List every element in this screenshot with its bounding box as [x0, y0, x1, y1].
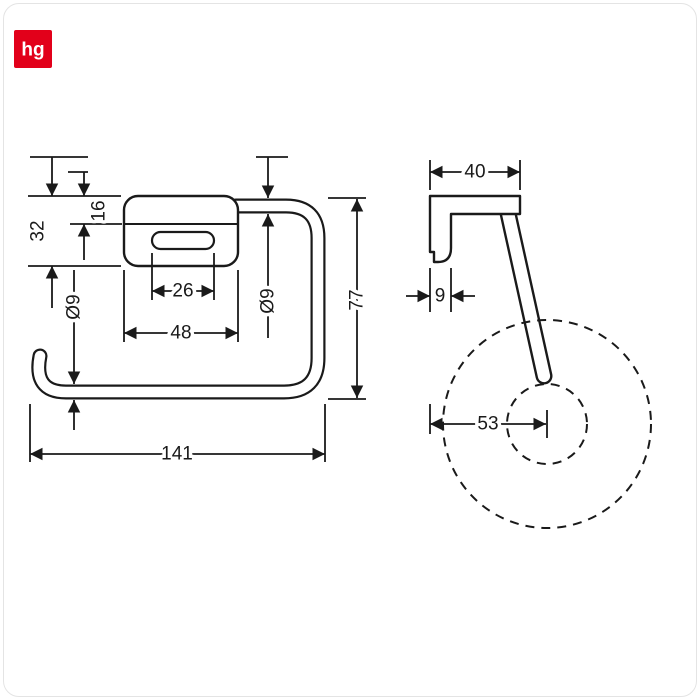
plate-slot	[150, 230, 216, 251]
logo-monogram: hg	[21, 40, 44, 61]
front-view: 32 16 Ø9 Ø9 26 48 77 141	[24, 156, 371, 468]
front-dimension-labels: 32 16 Ø9 Ø9 26 48 77 141	[24, 197, 371, 468]
dim-plate-width-label: 48	[170, 323, 191, 344]
dim-tube-diameter-right-label: Ø9	[258, 288, 279, 313]
holder-arm-fill	[501, 206, 551, 383]
dim-depth-label: 40	[464, 162, 485, 183]
side-profile	[428, 194, 522, 264]
dim-overall-width-label: 141	[161, 444, 193, 465]
dim-slot-width-label: 26	[172, 281, 193, 302]
brand-logo: hg	[14, 30, 52, 68]
front-dimension-lines	[30, 157, 364, 461]
dim-tube-diameter-left-label: Ø9	[64, 294, 85, 319]
dim-plate-thickness-label: 9	[435, 286, 446, 307]
paper-roll-core-circle	[506, 383, 588, 465]
dim-roll-center-offset-label: 53	[477, 414, 498, 435]
dim-upper-section-label: 16	[89, 200, 110, 221]
dim-overall-height-label: 77	[347, 289, 368, 310]
logo-square	[14, 30, 52, 68]
side-view: 40 9 53	[406, 158, 652, 529]
side-dimension-labels: 40 9 53	[431, 158, 502, 438]
holder-bar-fill	[33, 200, 324, 398]
side-dimension-lines	[406, 165, 546, 431]
dim-plate-height-label: 32	[28, 220, 49, 241]
